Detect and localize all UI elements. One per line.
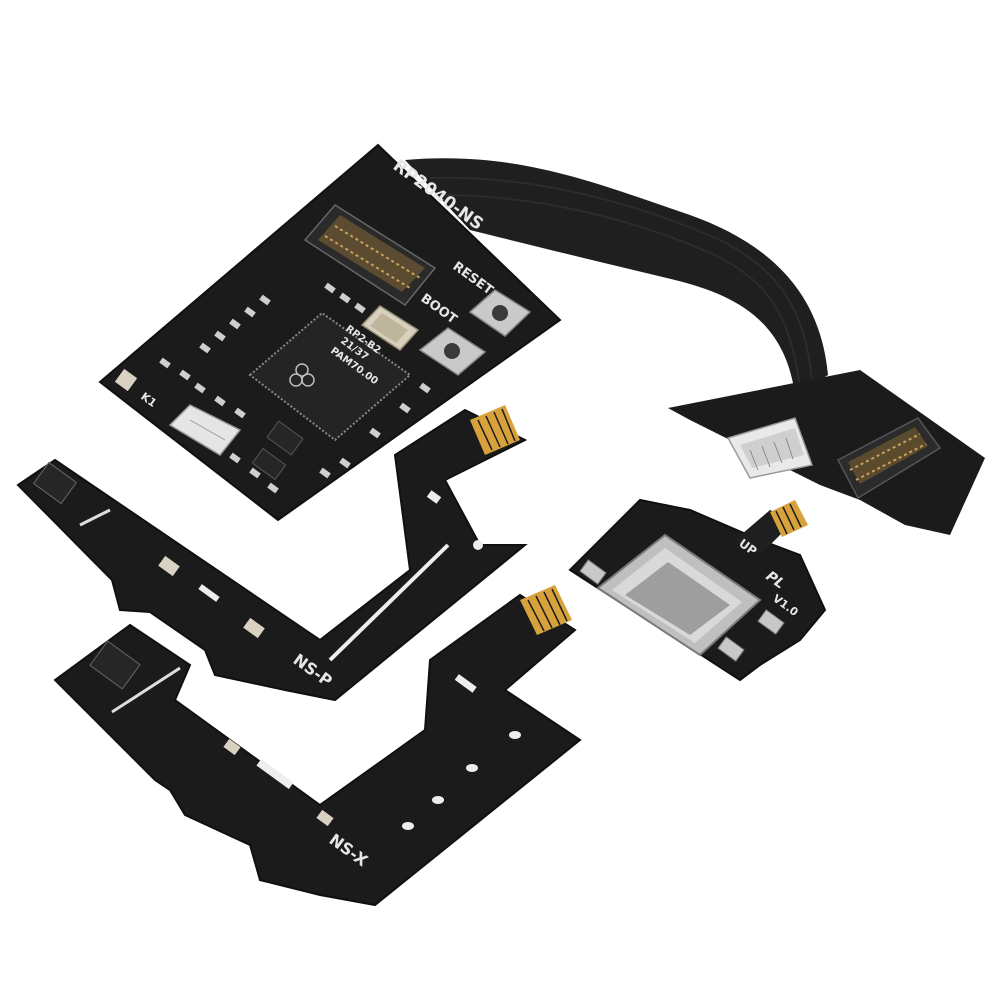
flex-end-board: [668, 370, 985, 535]
rp2040-chip: RP2-B2 21/37 PAM70.00: [248, 311, 412, 442]
ns-p-board: NS-P: [16, 405, 528, 702]
flex-cable: [405, 158, 985, 535]
jst-connector-white: [726, 417, 813, 479]
ns-x-slot: [256, 759, 294, 789]
reset-button[interactable]: [468, 289, 532, 337]
ns-x-hole: [402, 822, 414, 830]
ns-p-slot: [198, 584, 220, 602]
usb-gold-contacts: [770, 500, 808, 537]
ns-p-trace: [328, 543, 450, 662]
smd-components: [159, 282, 431, 494]
raspberry-logo-icon: [289, 363, 315, 387]
boot-button[interactable]: [418, 327, 487, 376]
ns-p-slot: [426, 490, 442, 504]
ns-x-gold-contacts: [520, 585, 572, 635]
ns-x-pad: [316, 809, 334, 827]
ns-p-hole: [473, 540, 483, 550]
board-connector-main: [303, 204, 437, 306]
k1-pad: [114, 368, 138, 392]
ns-p-pad: [158, 555, 180, 577]
crystal-oscillator: [360, 305, 420, 351]
ns-p-chip: [32, 461, 78, 505]
small-ic: [251, 447, 287, 481]
ns-p-silk-line: [79, 508, 111, 527]
ns-x-chip: [89, 640, 141, 690]
ns-x-pad: [223, 738, 241, 756]
ns-x-hole: [466, 764, 478, 772]
small-ic: [266, 420, 304, 456]
ns-x-hole: [509, 731, 521, 739]
ns-x-slot: [454, 674, 477, 693]
small-connector-white: [168, 404, 242, 456]
ns-x-hole: [432, 796, 444, 804]
usb-c-port: [579, 533, 785, 662]
main-board: RP2040-NS RESET BOOT K1 RP2-B2 21/37 PAM…: [98, 143, 562, 522]
ns-x-silk-line: [111, 666, 181, 714]
ns-p-gold-contacts: [470, 405, 520, 455]
ns-p-pad: [243, 617, 265, 639]
usb-c-board: UP V1.0 PL: [568, 498, 827, 682]
board-connector-flex: [836, 417, 942, 500]
ns-x-board: NS-X: [53, 585, 582, 907]
